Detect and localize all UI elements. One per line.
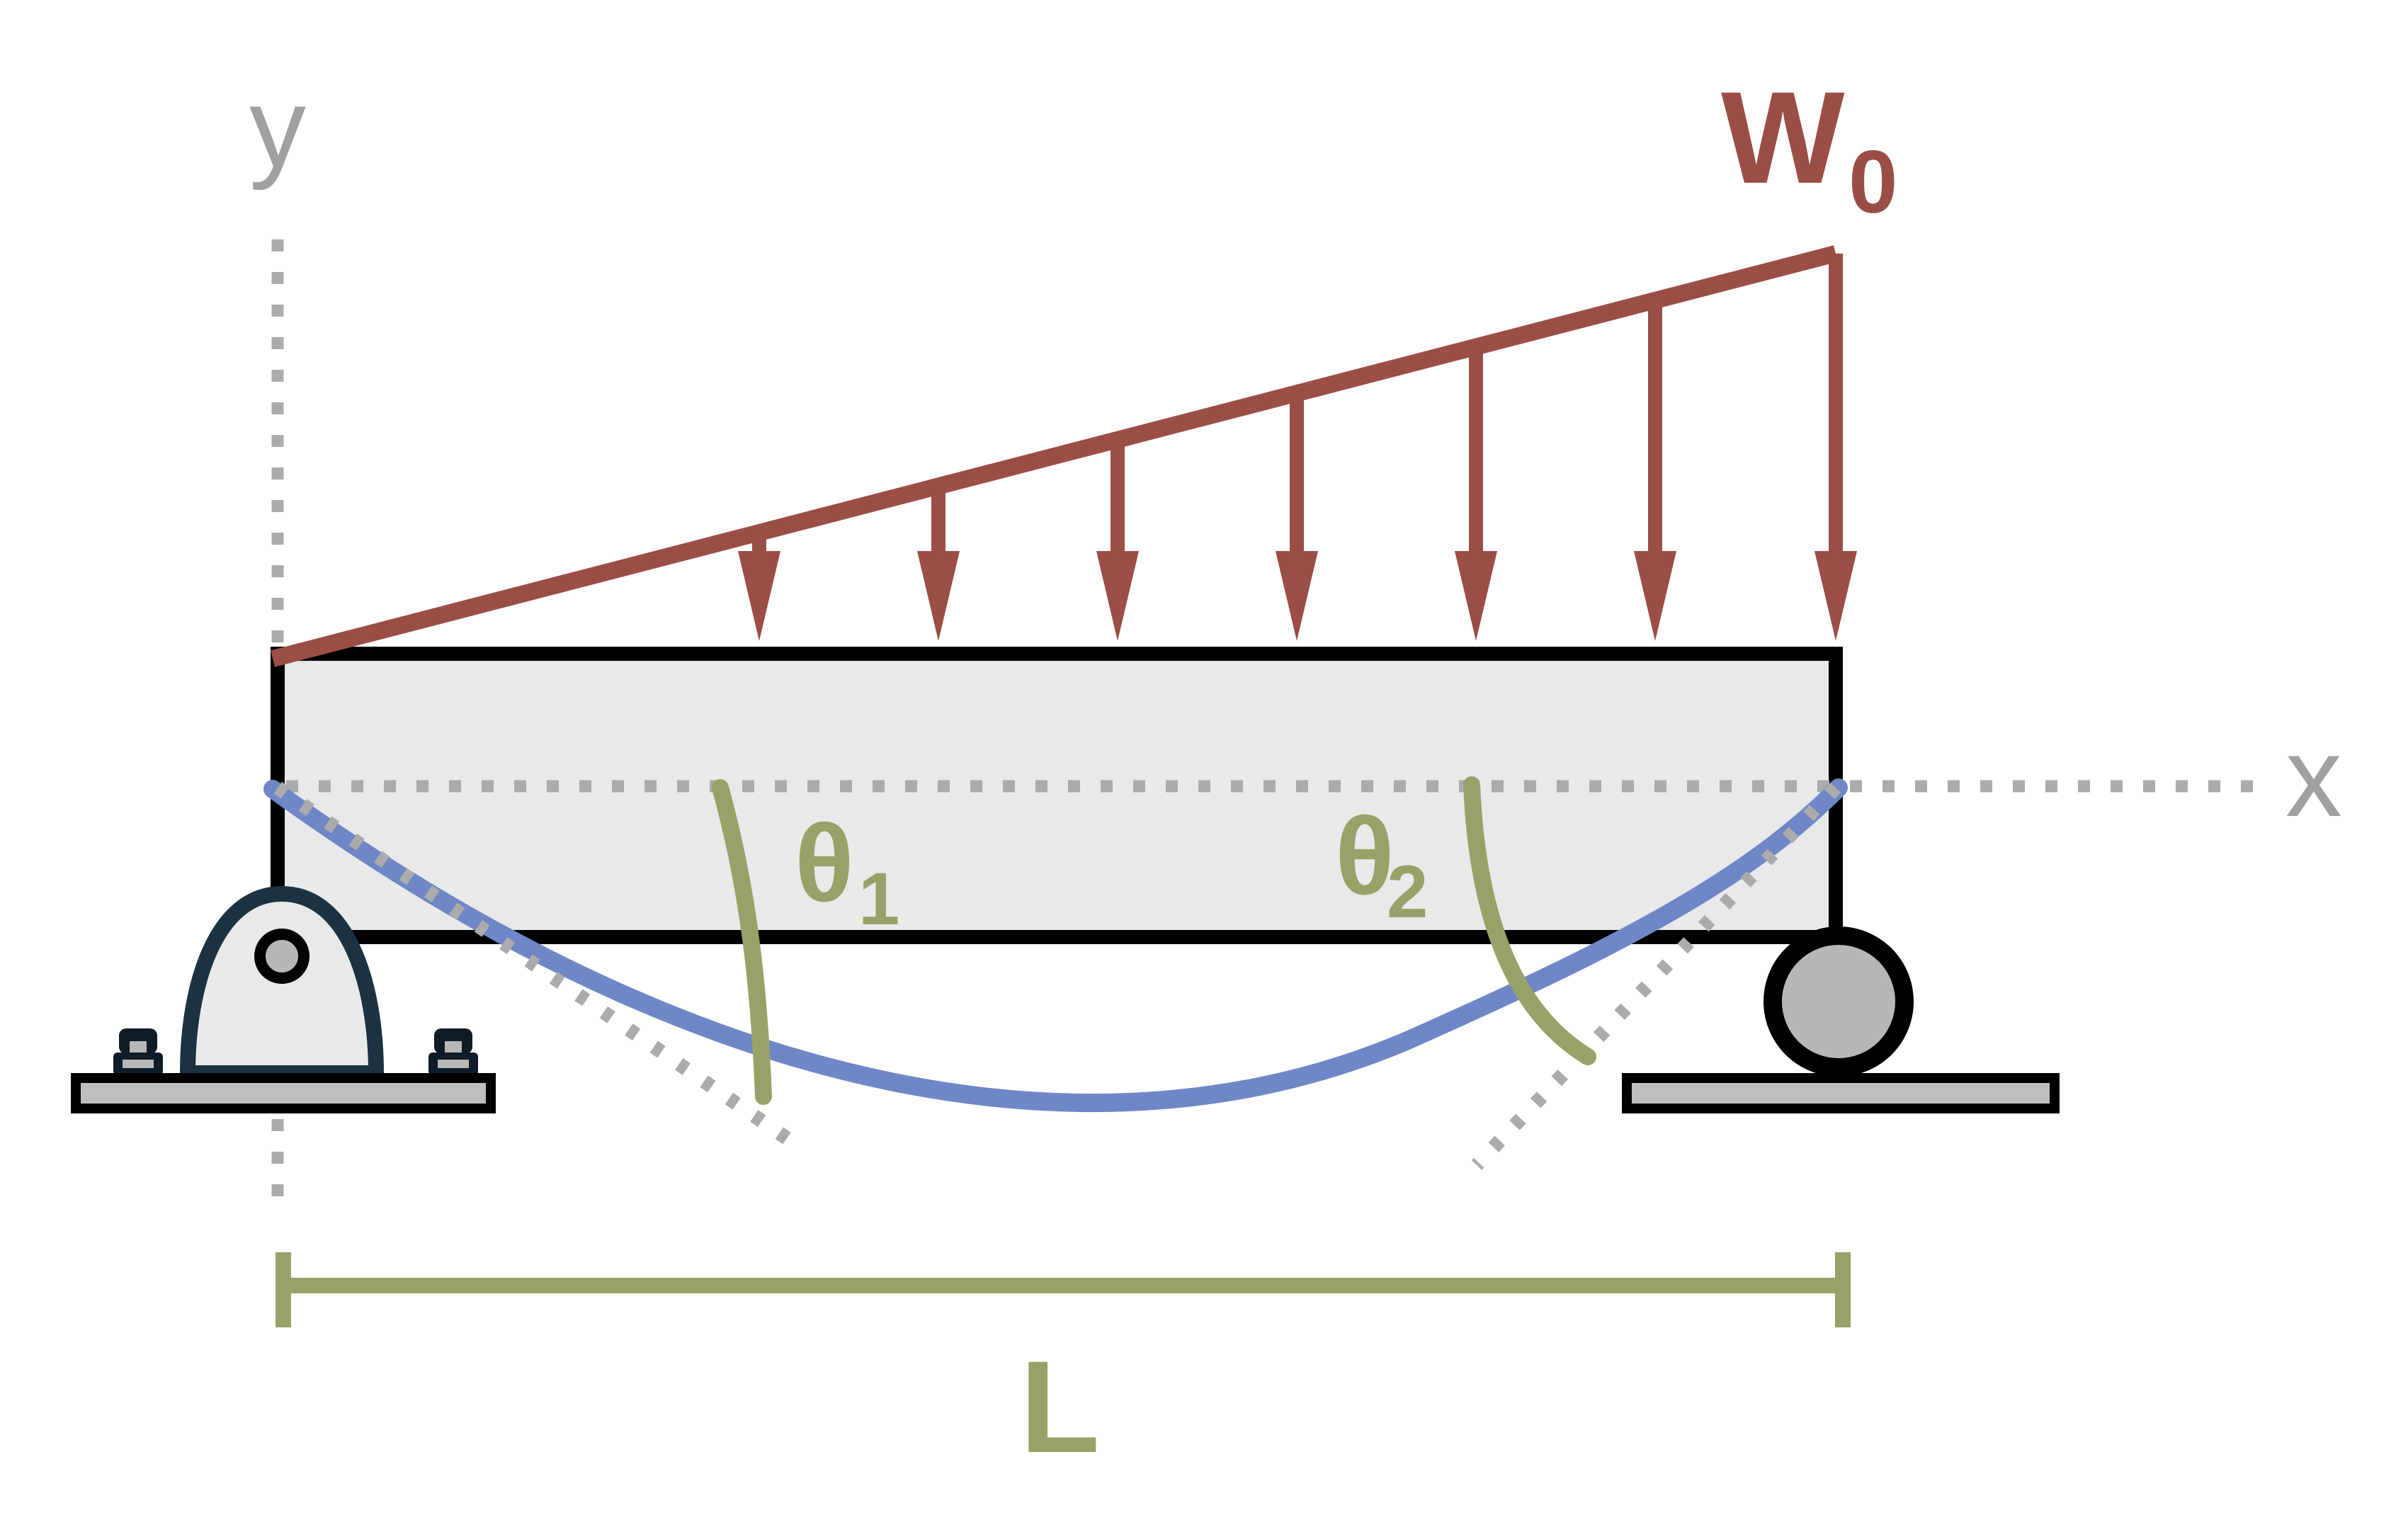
theta2-label: θ — [1335, 795, 1395, 917]
load-arrow-head — [1096, 551, 1139, 641]
load-arrow-head — [738, 551, 780, 641]
roller-base-plate — [1622, 1073, 2060, 1113]
pin-support — [71, 885, 496, 1113]
pin-base-plate — [71, 1073, 496, 1113]
deflection-curve — [263, 778, 1848, 1112]
load-arrow-head — [1455, 551, 1497, 641]
theta1-label: θ — [795, 802, 854, 924]
theta2-subscript: 2 — [1387, 851, 1428, 934]
load-slope-line — [270, 245, 1839, 667]
load-arrow-head — [917, 551, 960, 641]
left-tangent-dotted-line — [273, 781, 796, 1148]
span-dimension: L — [276, 1252, 1851, 1480]
load-magnitude-subscript: 0 — [1848, 133, 1898, 232]
theta1-angle-arc — [712, 779, 772, 1105]
theta2-angle-arc — [1463, 776, 1596, 1065]
roller-wheel — [1764, 926, 1914, 1077]
roller-support — [1622, 926, 2060, 1113]
load-magnitude-label: W — [1721, 65, 1845, 211]
beam — [271, 647, 1843, 944]
bolt-slot — [130, 1041, 147, 1053]
bolt-slot — [445, 1041, 462, 1053]
right-bolt — [428, 1028, 478, 1075]
bolt-base-slot — [438, 1060, 469, 1068]
theta1-subscript: 1 — [858, 858, 899, 941]
load-arrow-head — [1634, 551, 1676, 641]
pin-hole — [254, 929, 309, 984]
bolt-base-slot — [123, 1060, 154, 1068]
load-arrow-head — [1276, 551, 1318, 641]
span-length-label: L — [1020, 1334, 1100, 1480]
x-axis-label: x — [2285, 713, 2342, 840]
load-arrow-head-edge — [1814, 551, 1857, 641]
y-axis-label: y — [249, 64, 306, 191]
load-arrows — [738, 254, 1857, 641]
right-tangent-dotted-line — [1471, 783, 1841, 1170]
left-bolt — [113, 1028, 163, 1075]
